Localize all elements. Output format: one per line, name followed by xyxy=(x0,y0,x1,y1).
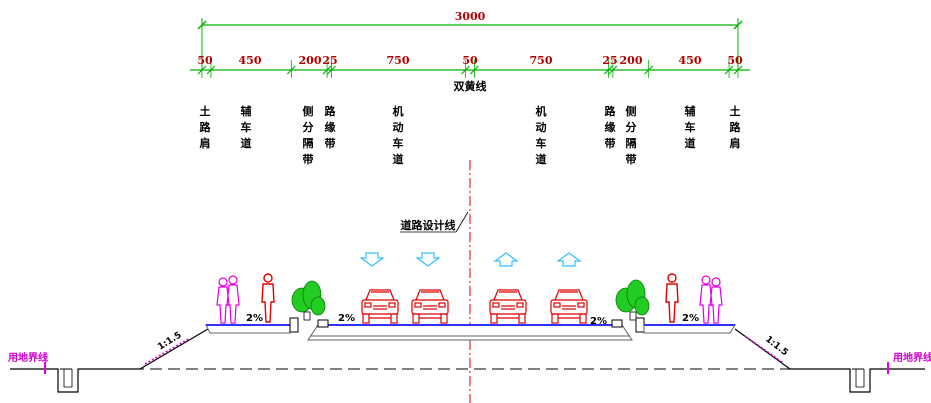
dimension-segment-label: 50 xyxy=(462,54,478,67)
aux-lane-pavement-right xyxy=(643,324,736,334)
pedestrian-icon xyxy=(665,273,679,323)
lane-label-aux-lane-left: 辅车道 xyxy=(241,104,252,150)
arrow-down-icon xyxy=(359,252,385,267)
crossfall-aux-left: 2% xyxy=(246,313,263,324)
boundary-label-left: 用地界线 xyxy=(7,351,48,364)
main-carriageway-pavement xyxy=(307,324,633,341)
dimension-segment-label: 50 xyxy=(197,54,213,67)
median-curb-left xyxy=(317,319,329,328)
boundary-left: 用地界线 xyxy=(7,351,48,374)
lane-label-curb-strip-left: 路缘带 xyxy=(325,104,337,150)
dimension-segment-label: 750 xyxy=(530,54,553,67)
slope-label-right: 1:1.5 xyxy=(763,334,789,358)
center-line-label: 双黄线 xyxy=(454,79,487,93)
dimension-segment-label: 200 xyxy=(620,54,643,67)
car-icon xyxy=(411,289,449,324)
car-icon xyxy=(550,289,588,324)
lane-label-median-strip-left: 侧分隔带 xyxy=(303,104,314,166)
design-line-callout: 道路设计线 xyxy=(400,211,469,233)
lane-label-motor-lane-left: 机动车道 xyxy=(393,104,404,166)
arrow-down-icon xyxy=(415,252,441,267)
pedestrian-icon xyxy=(261,273,275,323)
car-icon xyxy=(489,289,527,324)
dimension-segment-label: 750 xyxy=(387,54,410,67)
design-line-label: 道路设计线 xyxy=(401,218,456,232)
lane-label-motor-lane-right: 机动车道 xyxy=(536,104,547,166)
lane-label-median-strip-right: 侧分隔带 xyxy=(626,104,637,166)
tree-icon xyxy=(291,280,326,321)
crossfall-aux-right: 2% xyxy=(682,313,699,324)
pedestrian-pair-icon xyxy=(216,275,240,324)
median-curb-right xyxy=(611,319,623,328)
dimension-segment-label: 50 xyxy=(727,54,743,67)
lane-label-aux-lane-right: 辅车道 xyxy=(685,104,696,150)
dimension-segment-label: 25 xyxy=(602,54,617,67)
median-strip-block-left xyxy=(289,317,299,333)
lane-label-curb-strip-right: 路缘带 xyxy=(605,104,617,150)
median-strip-block-right xyxy=(635,317,645,333)
subgrade-profile xyxy=(10,328,925,393)
dimension-segment-label: 450 xyxy=(679,54,702,67)
lane-label-shoulder-left: 土路肩 xyxy=(200,104,212,150)
crossfall-main-right: 2% xyxy=(590,316,607,327)
dimension-total: 3000 xyxy=(455,10,486,23)
pedestrian-pair-icon xyxy=(699,275,723,324)
tree-icon xyxy=(615,279,650,321)
arrow-up-icon xyxy=(493,252,519,267)
traffic-direction-arrows xyxy=(359,252,582,267)
dimension-segment-label: 450 xyxy=(239,54,262,67)
pavement-structure xyxy=(205,317,736,341)
boundary-right: 用地界线 xyxy=(887,351,931,374)
dimension-segment-label: 25 xyxy=(322,54,337,67)
lane-label-shoulder-right: 土路肩 xyxy=(730,104,742,150)
dimension-segment-label: 200 xyxy=(299,54,322,67)
arrow-up-icon xyxy=(556,252,582,267)
car-icon xyxy=(361,289,399,324)
boundary-label-right: 用地界线 xyxy=(892,351,931,364)
aux-lane-pavement-left xyxy=(205,324,291,334)
crossfall-main-left: 2% xyxy=(338,313,355,324)
